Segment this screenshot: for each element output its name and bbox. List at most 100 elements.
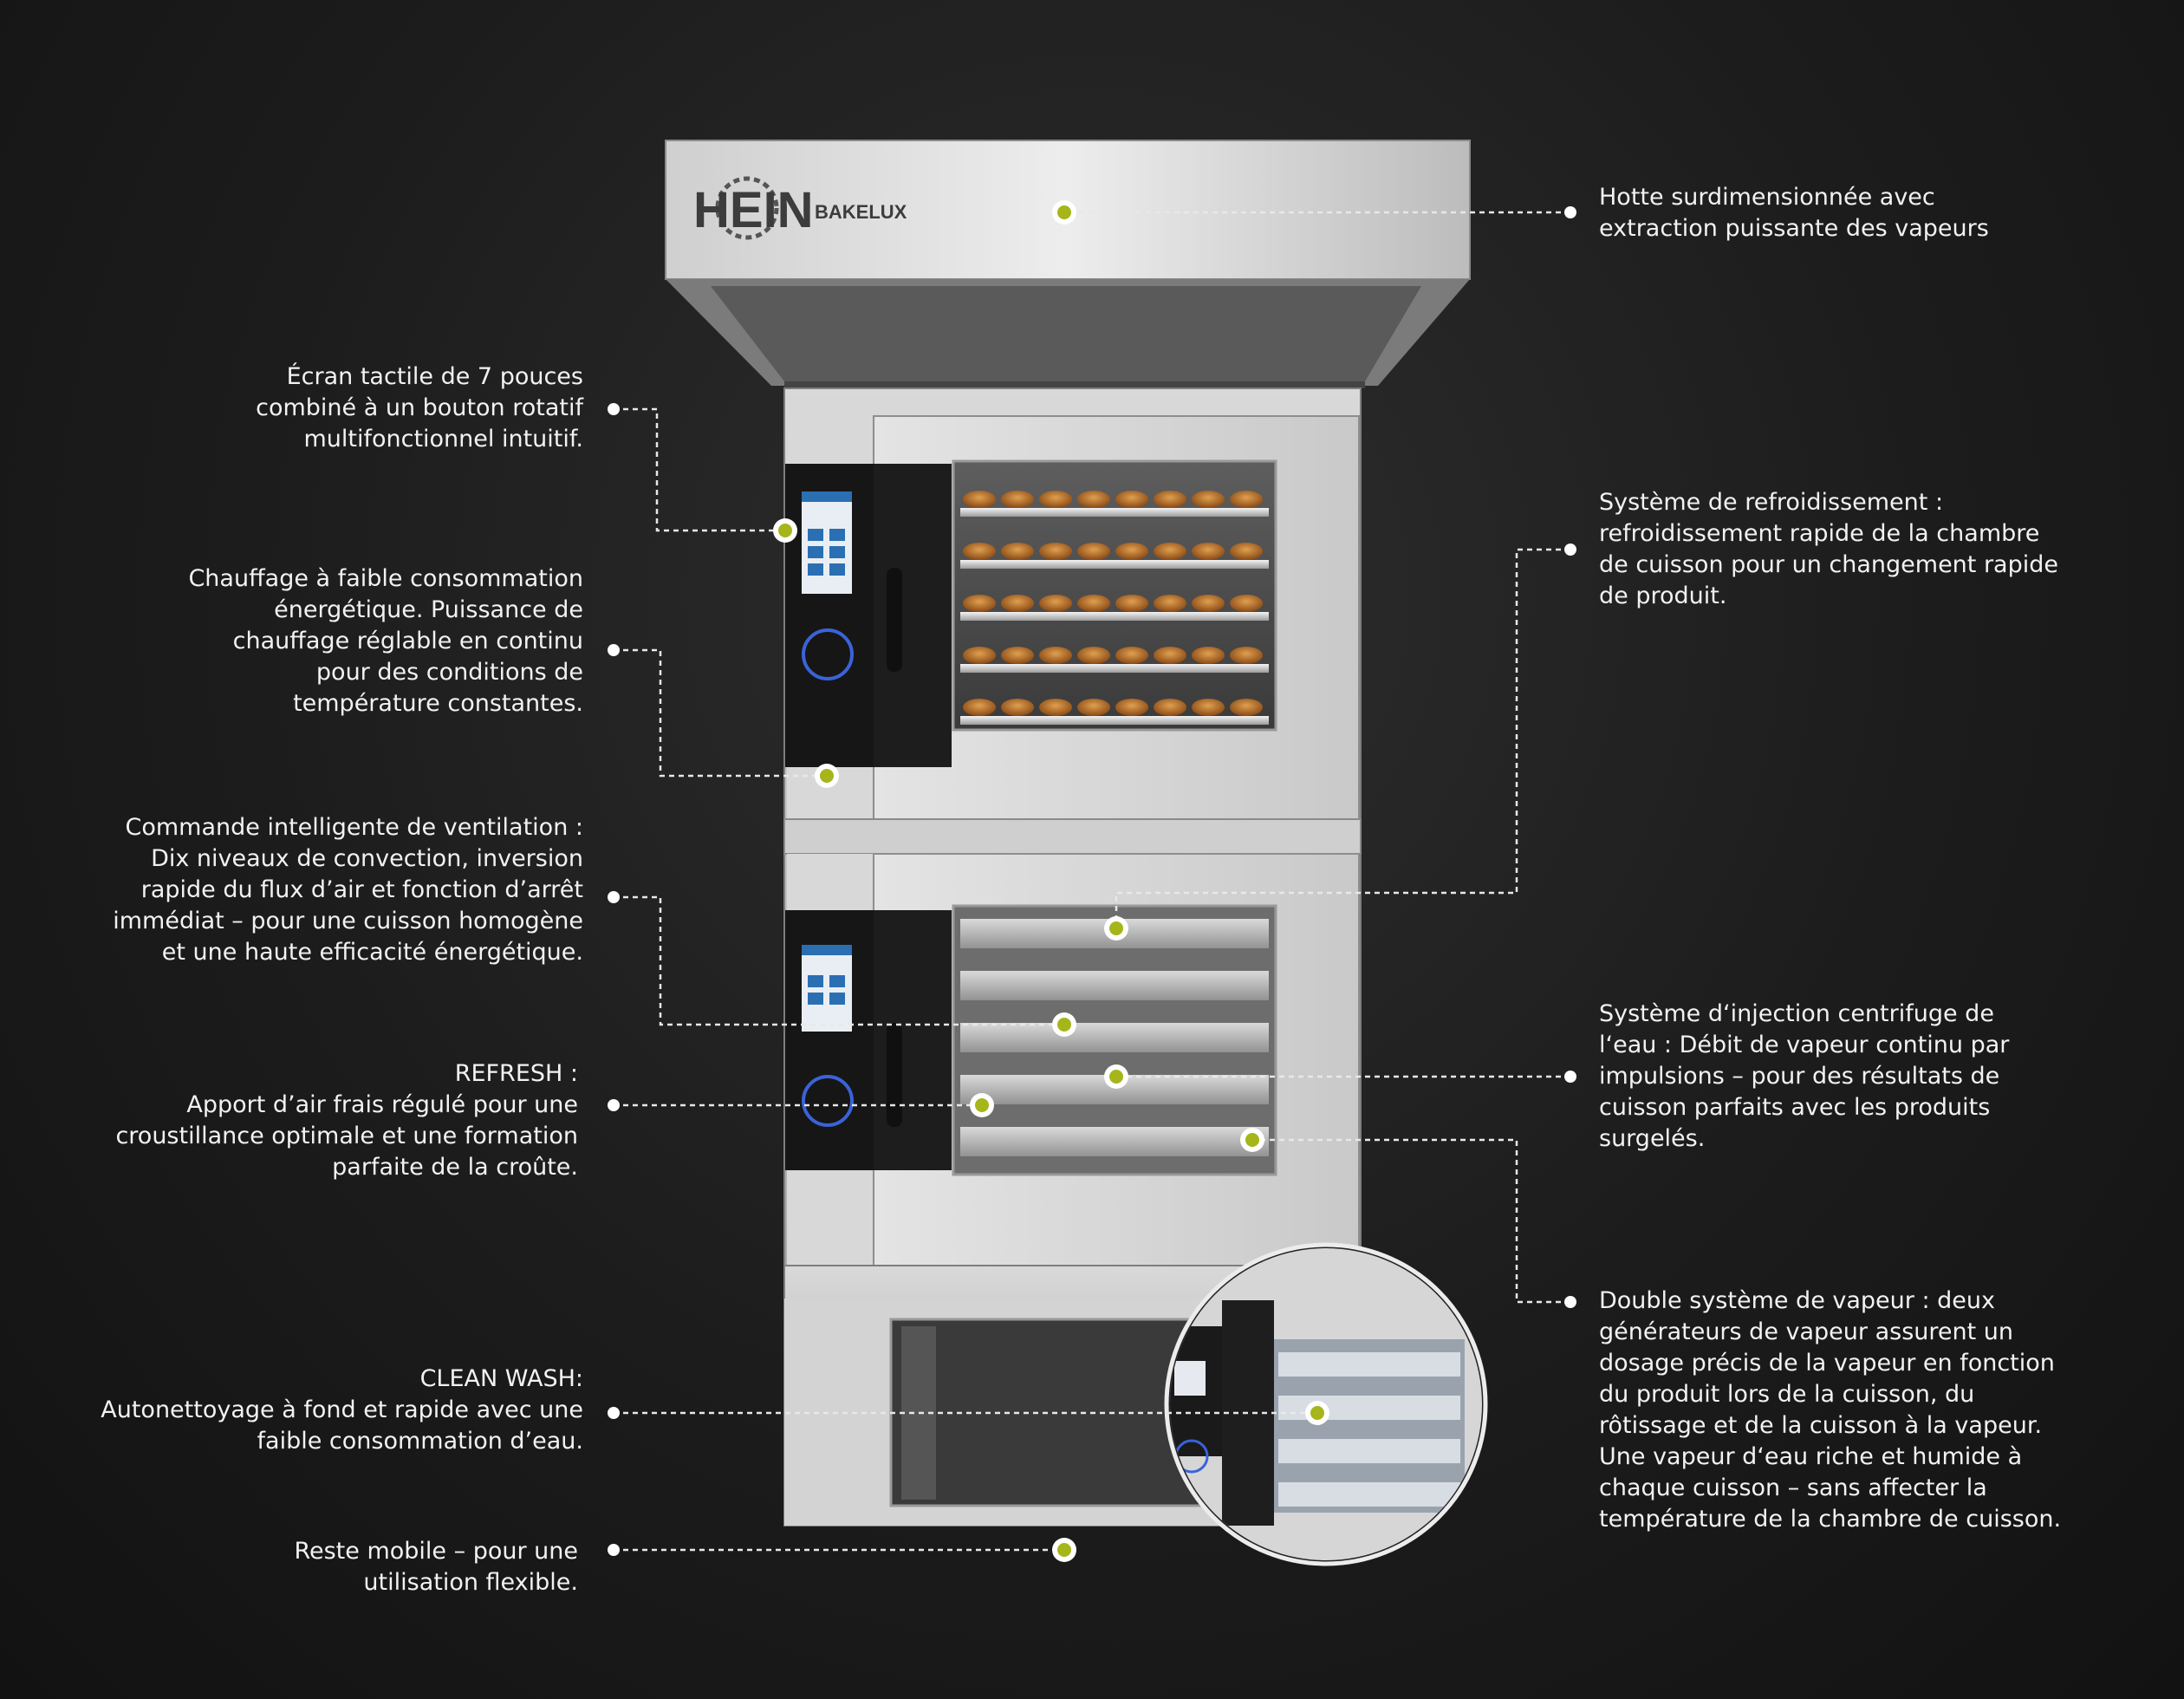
rack-bar [960, 612, 1269, 621]
refresh-hotspot[interactable] [970, 1093, 994, 1117]
heating-connector-line [614, 648, 827, 778]
label-line: Système de refroidissement : [1599, 489, 1944, 516]
label-line: cuisson parfaits avec les produits [1599, 1094, 1991, 1121]
bread-roll [1154, 543, 1186, 560]
upper-oven-rack [960, 491, 1269, 725]
bread-roll [1154, 491, 1186, 508]
heating-label-dot [608, 644, 620, 656]
touchscreen-label-dot [608, 403, 620, 415]
label-line: pour des conditions de [315, 659, 583, 686]
label-line: de produit. [1599, 583, 1727, 609]
cooling-connector-line [1115, 548, 1570, 928]
label-line: croustillance optimale et une formation [115, 1123, 578, 1149]
touchscreen-label: Écran tactile de 7 pouces combiné à un bo… [256, 361, 583, 455]
bread-roll [1077, 647, 1110, 664]
label-line: immédiat – pour une cuisson homogène [113, 908, 583, 934]
bread-roll [1115, 491, 1148, 508]
bread-roll [1039, 543, 1072, 560]
label-line: utilisation flexible. [363, 1569, 578, 1596]
label-line: générateurs de vapeur assurent un [1599, 1318, 2013, 1345]
ventilation-label-dot [608, 891, 620, 903]
bread-roll [1115, 543, 1148, 560]
label-line: Dix niveaux de convection, inversion [151, 845, 583, 872]
label-line: de cuisson pour un changement rapide [1599, 551, 2058, 578]
hood-hotspot[interactable] [1052, 200, 1076, 225]
ventilation-label: Commande intelligente de ventilation :Di… [113, 812, 583, 968]
label-line: dosage précis de la vapeur en fonction [1599, 1350, 2055, 1377]
bread-roll [1154, 699, 1186, 716]
bread-roll [1192, 647, 1225, 664]
label-line: surgelés. [1599, 1125, 1706, 1152]
mobile-hotspot[interactable] [1052, 1538, 1076, 1562]
bread-roll [1039, 595, 1072, 612]
rack-bar [960, 664, 1269, 673]
refresh-label-dot [608, 1099, 620, 1111]
bread-roll [1192, 595, 1225, 612]
bread-roll [1230, 491, 1263, 508]
steam-bar [1278, 1482, 1460, 1507]
label-line: Autonettoyage à fond et rapide avec une [101, 1396, 583, 1423]
clean-wash-hotspot[interactable] [1305, 1401, 1329, 1425]
bread-roll [963, 699, 996, 716]
label-line: Une vapeur d‘eau riche et humide à [1599, 1443, 2023, 1470]
label-line: CLEAN WASH: [419, 1365, 583, 1392]
bread-roll [963, 543, 996, 560]
model-name: BAKELUX [815, 201, 907, 223]
ventilation-hotspot[interactable] [1052, 1012, 1076, 1037]
label-line: Écran tactile de 7 pouces [286, 363, 583, 390]
bread-roll [963, 595, 996, 612]
rack-tray [960, 971, 1269, 1000]
label-line: Reste mobile – pour une [294, 1538, 578, 1565]
clean-wash-label: CLEAN WASH: Autonettoyage à fond et rapid… [101, 1364, 583, 1457]
label-line: multifonctionnel intuitif. [303, 426, 583, 452]
bread-roll [1192, 543, 1225, 560]
touchscreen-hotspot[interactable] [773, 518, 797, 543]
label-line: Chauffage à faible consommation [188, 565, 583, 592]
rack-bar [960, 508, 1269, 517]
bread-roll [1230, 595, 1263, 612]
injection-hotspot[interactable] [1104, 1064, 1128, 1089]
upper-oven [785, 415, 1360, 820]
steam-bar [1278, 1439, 1460, 1463]
touchscreen-connector-line [614, 407, 785, 532]
label-line: rôtissage et de la cuisson à la vapeur. [1599, 1412, 2043, 1439]
bread-roll [1115, 595, 1148, 612]
double-steam-hotspot[interactable] [1240, 1128, 1264, 1152]
double-steam-connector-line [1252, 1138, 1570, 1304]
bread-roll [1192, 699, 1225, 716]
bread-roll [1001, 543, 1034, 560]
rack-tray [960, 1023, 1269, 1052]
bread-roll [1077, 595, 1110, 612]
bread-roll [1039, 699, 1072, 716]
label-line: chauffage réglable en continu [232, 628, 583, 654]
extraction-hood [665, 140, 1471, 388]
label-line: Double système de vapeur : deux [1599, 1287, 1995, 1314]
steam-bar [1278, 1352, 1460, 1377]
bread-roll [1230, 699, 1263, 716]
steam-detail-magnifier [1164, 1242, 1488, 1566]
bread-roll [1039, 491, 1072, 508]
label-line: refroidissement rapide de la chambre [1599, 520, 2040, 547]
bread-roll [1077, 699, 1110, 716]
cooling-hotspot[interactable] [1104, 916, 1128, 941]
label-line: température constantes. [293, 690, 583, 717]
bread-roll [1115, 699, 1148, 716]
label-line: température de la chambre de cuisson. [1599, 1506, 2062, 1533]
label-line: et une haute efficacité énergétique. [161, 939, 583, 966]
cooling-label-dot [1564, 544, 1576, 556]
label-line: Hotte surdimensionnée avec [1599, 184, 1935, 211]
label-line: rapide du flux d’air et fonction d’arrêt [140, 876, 583, 903]
label-line: combiné à un bouton rotatif [256, 394, 583, 421]
bread-roll [1230, 647, 1263, 664]
bread-roll [1001, 595, 1034, 612]
bread-roll [1230, 543, 1263, 560]
bread-roll [1001, 491, 1034, 508]
heating-hotspot[interactable] [815, 764, 839, 788]
rack-bar [960, 560, 1269, 569]
bread-roll [963, 647, 996, 664]
label-line: Système d‘injection centrifuge de [1599, 1000, 1994, 1027]
label-line: extraction puissante des vapeurs [1599, 215, 1989, 242]
